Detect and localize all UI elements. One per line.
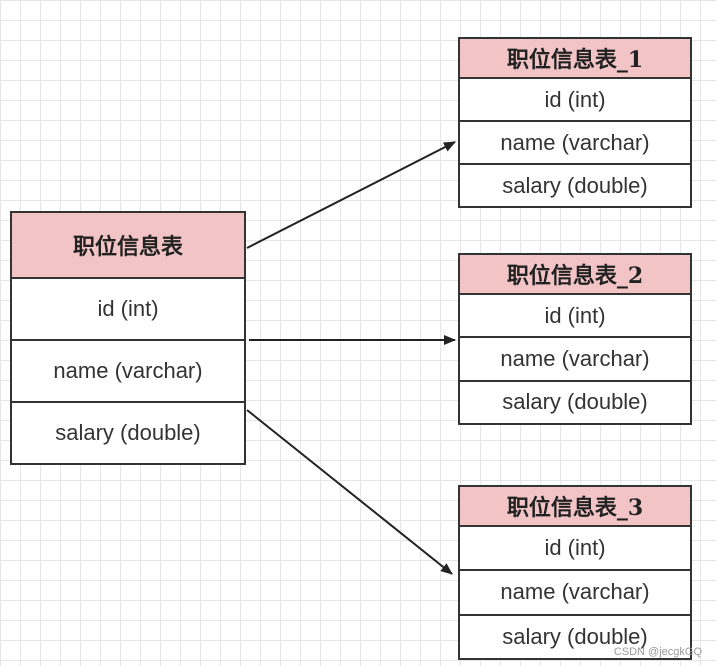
arrow-to-table-3 [246, 409, 453, 575]
target-table-2-title: 职位信息表_2 [460, 255, 690, 295]
source-table-title: 职位信息表 [12, 213, 244, 279]
field-name: name (varchar) [460, 571, 690, 616]
field-salary: salary (double) [502, 389, 648, 415]
target-table-3-title: 职位信息表_3 [460, 487, 690, 527]
field-id: id (int) [460, 79, 690, 122]
source-table: 职位信息表 id (int) name (varchar) salary (do… [10, 211, 246, 465]
field-name: name (varchar) [460, 122, 690, 165]
field-salary: salary (double) [55, 420, 201, 445]
target-table-3: 职位信息表_3 id (int) name (varchar) salary (… [458, 485, 692, 660]
field-salary: salary (double) [502, 623, 648, 649]
target-table-1: 职位信息表_1 id (int) name (varchar) salary (… [458, 37, 692, 208]
field-id: id (int) [12, 279, 244, 341]
target-table-2: 职位信息表_2 id (int) name (varchar) salary (… [458, 253, 692, 425]
field-id: id (int) [460, 527, 690, 572]
field-salary: salary (double) [502, 172, 648, 198]
arrow-to-table-1 [246, 141, 456, 249]
field-name: name (varchar) [12, 341, 244, 403]
watermark: CSDN @jecgkGQ [613, 646, 702, 658]
target-table-1-title: 职位信息表_1 [460, 39, 690, 79]
field-id: id (int) [460, 295, 690, 339]
field-name: name (varchar) [460, 338, 690, 382]
